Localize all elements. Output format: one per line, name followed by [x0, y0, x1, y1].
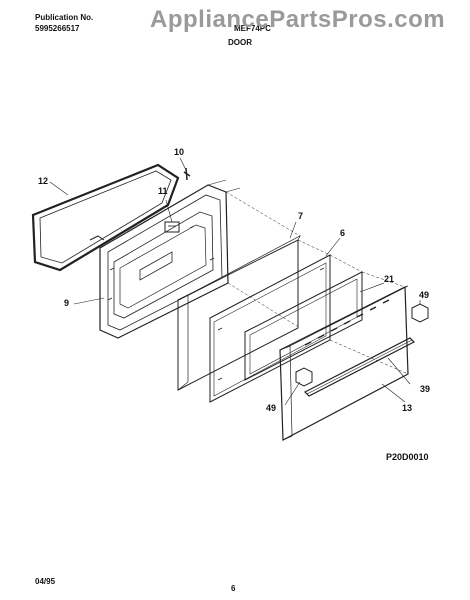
door-gasket-12 — [31, 163, 180, 272]
callout-label: 39 — [420, 384, 431, 394]
diagram-code: P20D0010 — [386, 452, 429, 462]
callout-label: 49 — [419, 290, 430, 300]
callout-label: 9 — [64, 298, 70, 308]
callout-label: 6 — [340, 228, 346, 238]
model-number: MEF74PC — [234, 24, 271, 33]
callout-label: 10 — [174, 147, 185, 157]
callout-label: 21 — [384, 274, 395, 284]
publication-number: 5995266517 — [35, 24, 80, 33]
glass-panel-21 — [244, 271, 363, 381]
callout-label: 49 — [266, 403, 277, 413]
screw-10 — [183, 167, 191, 181]
section-title: DOOR — [228, 38, 252, 47]
callout-label: 13 — [402, 403, 413, 413]
end-cap-49-right — [411, 303, 429, 323]
page-number: 6 — [231, 584, 236, 593]
callout-label: 11 — [158, 186, 168, 196]
footer-date: 04/95 — [35, 577, 56, 586]
door-handle-39 — [303, 337, 416, 397]
publication-label: Publication No. — [35, 13, 94, 22]
watermark-logo: AppliancePartsPros.com — [150, 6, 446, 33]
alignment-lines — [225, 191, 409, 375]
inner-door-liner-9 — [99, 179, 241, 339]
callout-label: 7 — [298, 211, 304, 221]
end-cap-49-left — [295, 367, 313, 387]
callout-label: 12 — [38, 176, 49, 186]
leader-lines — [49, 157, 421, 406]
